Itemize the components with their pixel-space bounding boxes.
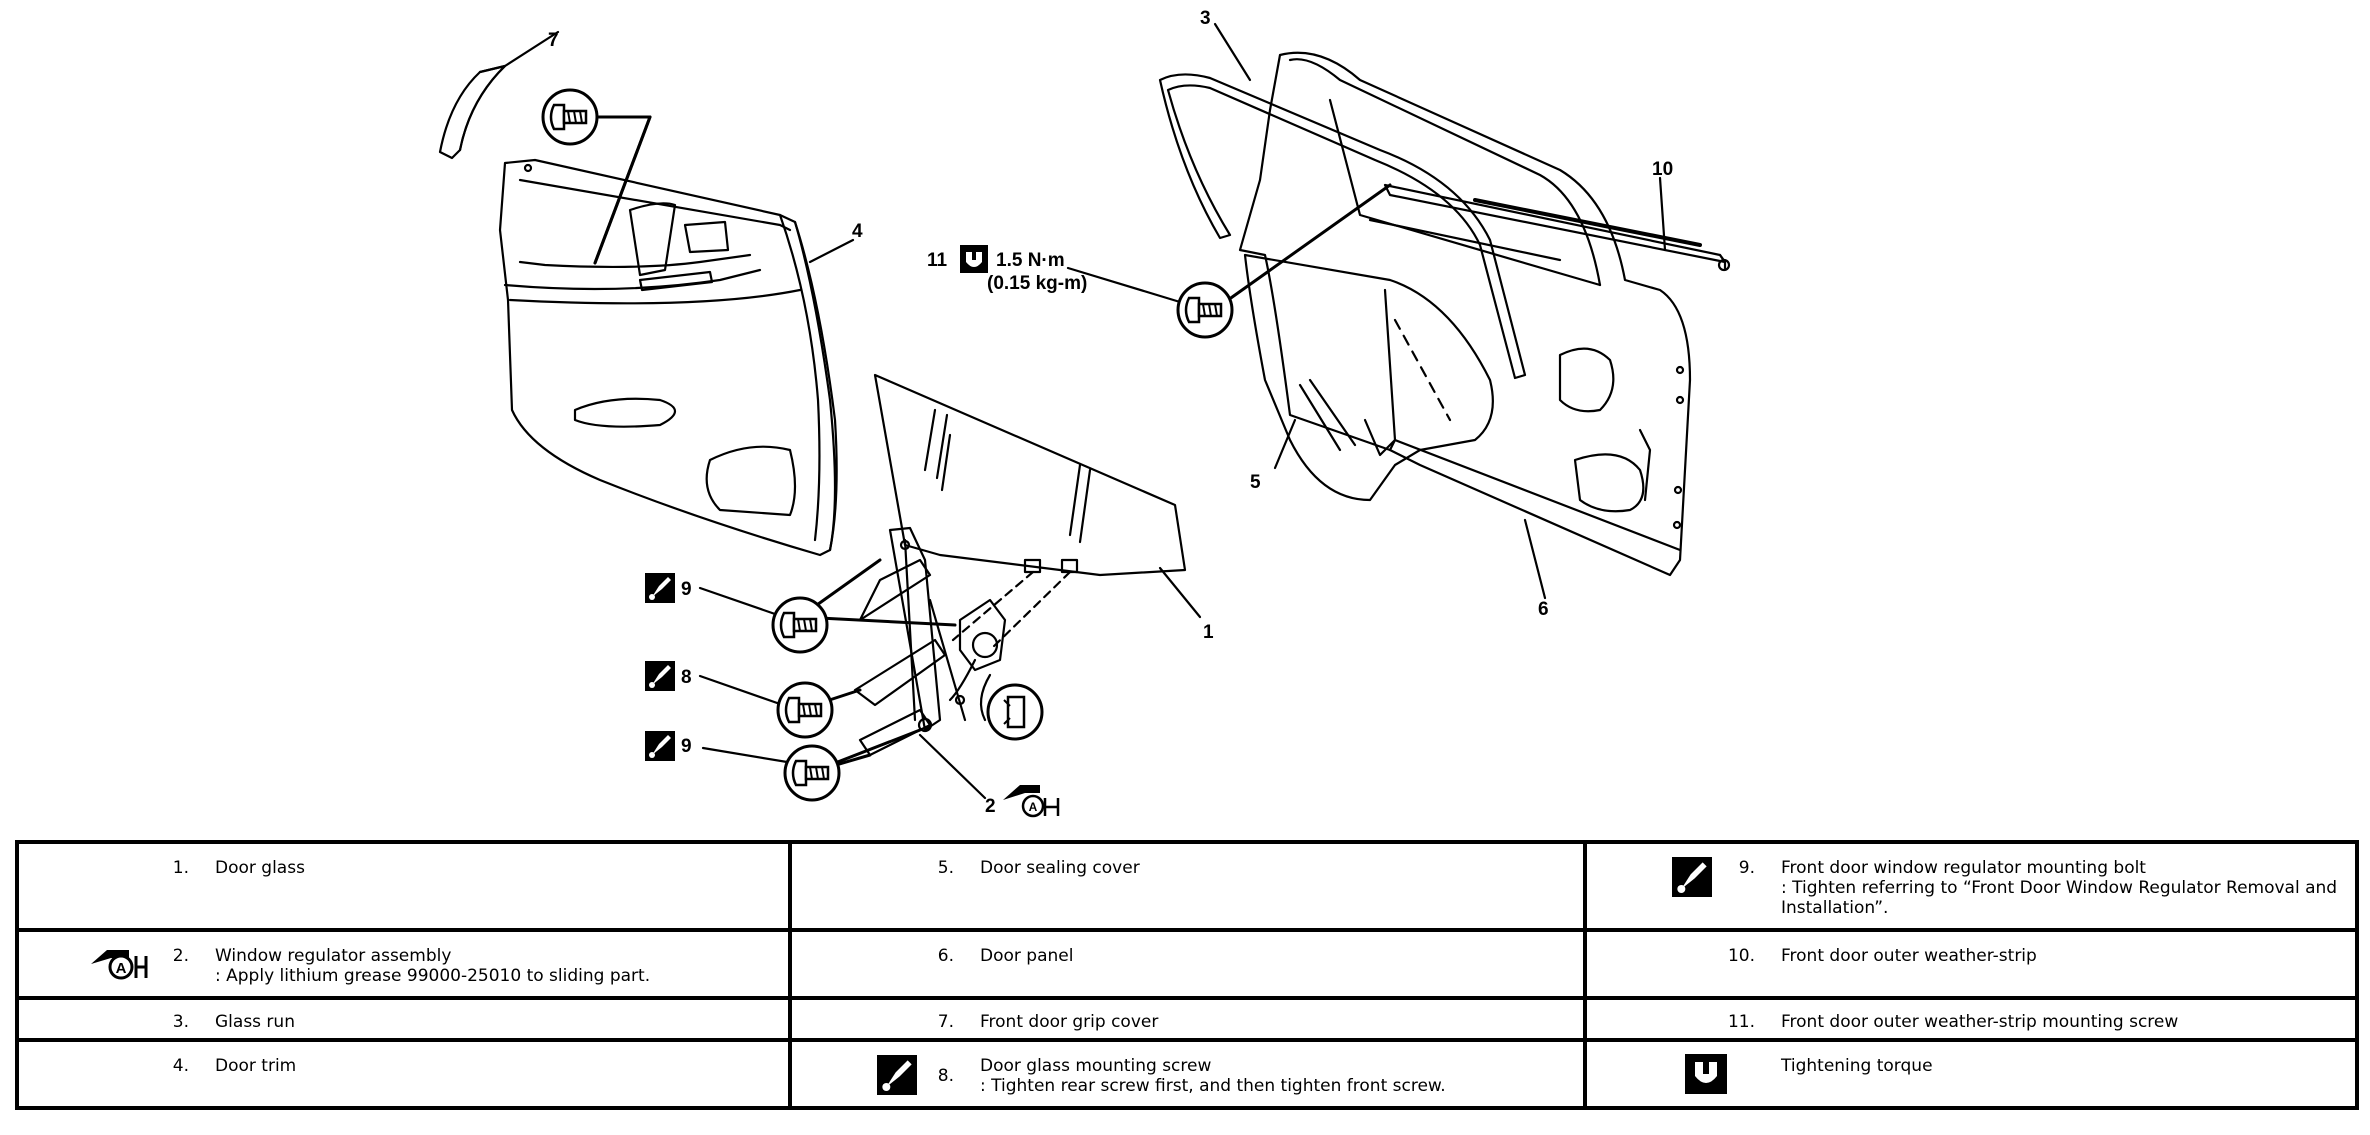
sealing-cover-part — [1243, 253, 1494, 502]
torque-nm: 1.5 N·m — [996, 250, 1065, 271]
tighten-icon — [645, 661, 675, 691]
tighten-icon — [645, 573, 675, 603]
torque-kgm: (0.15 kg-m) — [987, 273, 1087, 294]
legend-num: : — [1723, 1056, 1729, 1076]
legend-num: 11. — [1727, 1012, 1755, 1032]
legend-note: : Tighten referring to “Front Door Windo… — [1781, 878, 2338, 918]
grease-a-icon: A — [91, 950, 148, 980]
legend-num: 9. — [1738, 858, 1755, 878]
legend-text: Front door outer weather-strip — [1781, 946, 2037, 966]
torque-icon — [960, 245, 988, 273]
legend-num: 7. — [937, 1012, 954, 1032]
callout-8: 8 — [681, 667, 692, 688]
weather-strip-screw-icon — [1176, 281, 1234, 339]
legend-text: Glass run — [215, 1012, 295, 1032]
legend-note: : Tighten rear screw first, and then tig… — [980, 1076, 1446, 1096]
callout-2: 2 — [985, 796, 996, 817]
legend-text: Door glass — [215, 858, 305, 878]
weather-strip-part — [1383, 183, 1731, 272]
tighten-icon — [1672, 857, 1712, 897]
legend-text: Door trim — [215, 1056, 297, 1076]
legend-num: 6. — [937, 946, 954, 966]
svg-text:A: A — [1029, 800, 1038, 814]
legend-text: Door glass mounting screw — [980, 1056, 1212, 1076]
legend-text: Door sealing cover — [980, 858, 1140, 878]
clip-icon — [986, 683, 1044, 741]
svg-text:A: A — [116, 960, 127, 977]
door-trim-part — [498, 158, 838, 557]
legend-note: : Apply lithium grease 99000-25010 to sl… — [215, 966, 651, 986]
legend-num: 4. — [172, 1056, 189, 1076]
callout-3: 3 — [1200, 8, 1211, 29]
legend-text: Window regulator assembly — [215, 946, 452, 966]
legend-num: 1. — [172, 858, 189, 878]
callout-11: 11 — [927, 250, 948, 271]
tighten-icon — [877, 1055, 917, 1095]
callout-7: 7 — [548, 30, 559, 51]
callout-4: 4 — [852, 221, 863, 242]
legend-num: 8. — [937, 1066, 954, 1086]
window-regulator-part — [853, 526, 1007, 757]
glass-mounting-screw-icon — [776, 681, 834, 739]
legend-num: 3. — [172, 1012, 189, 1032]
regulator-bolt-bottom-icon — [783, 744, 841, 802]
legend-table: 1. Door glass 5. Door sealing cover 9. F… — [15, 840, 2359, 1110]
grip-cover-part — [438, 64, 507, 160]
tighten-icon — [645, 731, 675, 761]
regulator-bolt-top-icon — [771, 596, 829, 654]
legend-row: 3. Glass run 7. Front door grip cover 11… — [15, 996, 2359, 1042]
callout-9-top: 9 — [681, 579, 692, 600]
legend-row: 4. Door trim 8. Door glass mounting scre… — [15, 1038, 2359, 1110]
glass-run-part — [1158, 73, 1527, 380]
legend-text: Tightening torque — [1781, 1056, 1933, 1076]
callout-5: 5 — [1250, 472, 1261, 493]
legend-row: 1. Door glass 5. Door sealing cover 9. F… — [15, 840, 2359, 932]
legend-text: Front door window regulator mounting bol… — [1781, 858, 2146, 878]
legend-text: Door panel — [980, 946, 1074, 966]
legend-num: 2. — [172, 946, 189, 966]
grip-clip-screw-icon — [541, 88, 599, 146]
legend-row: A 2. Window regulator assembly : Apply l… — [15, 928, 2359, 1000]
legend-num: 10. — [1727, 946, 1755, 966]
callout-9-bottom: 9 — [681, 736, 692, 757]
exploded-door-diagram: A 7 4 3 10 11 1.5 N·m (0.15 kg-m) 5 6 1 … — [438, 8, 1731, 818]
legend-num: 5. — [937, 858, 954, 878]
legend-text: Front door grip cover — [980, 1012, 1159, 1032]
torque-icon — [1685, 1054, 1727, 1094]
grease-a-icon: A — [1003, 785, 1060, 818]
callout-1: 1 — [1203, 622, 1214, 643]
callout-10: 10 — [1652, 159, 1673, 180]
legend-text: Front door outer weather-strip mounting … — [1781, 1012, 2179, 1032]
door-glass-part — [873, 373, 1187, 577]
callout-6: 6 — [1538, 599, 1549, 620]
